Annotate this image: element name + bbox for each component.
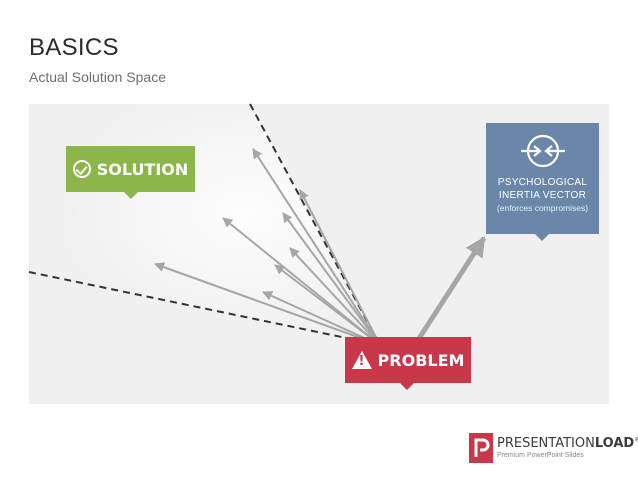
- solution-vector-arrow: [299, 189, 381, 346]
- solution-vector-arrow: [262, 291, 381, 346]
- check-circle-icon: [72, 160, 91, 178]
- page-subtitle: Actual Solution Space: [29, 69, 166, 85]
- solution-vector-arrow: [289, 247, 381, 346]
- page-title: BASICS: [29, 34, 119, 61]
- solution-space-highlight: [30, 104, 380, 345]
- psychological-label-line2: INERTIA VECTOR: [498, 190, 587, 201]
- psychological-label-line1: PSYCHOLOGICAL: [497, 177, 588, 188]
- brand-logo: PRESENTATIONLOAD® Premium PowerPoint Sli…: [469, 433, 638, 463]
- psychological-inertia-callout: PSYCHOLOGICAL INERTIA VECTOR (enforces c…: [486, 123, 599, 241]
- solution-vector-arrow: [252, 148, 381, 346]
- inertia-icon: [520, 134, 565, 168]
- inertia-vector-arrow: [415, 236, 487, 342]
- problem-label: PROBLEM: [377, 350, 465, 370]
- solution-vector-arrow: [282, 212, 381, 346]
- solution-vector-arrow: [274, 264, 381, 346]
- brand-name: PRESENTATIONLOAD®: [497, 436, 638, 451]
- solution-vector-arrow: [154, 262, 381, 346]
- problem-callout: ! PROBLEM: [345, 337, 471, 390]
- warning-icon: !: [351, 351, 372, 369]
- solution-label: SOLUTION: [96, 159, 189, 179]
- solution-callout: SOLUTION: [66, 146, 195, 199]
- psychological-note: (enforces compromises): [496, 203, 589, 213]
- brand-tagline: Premium PowerPoint Slides: [497, 452, 584, 459]
- presentationload-logo-icon: [469, 433, 493, 463]
